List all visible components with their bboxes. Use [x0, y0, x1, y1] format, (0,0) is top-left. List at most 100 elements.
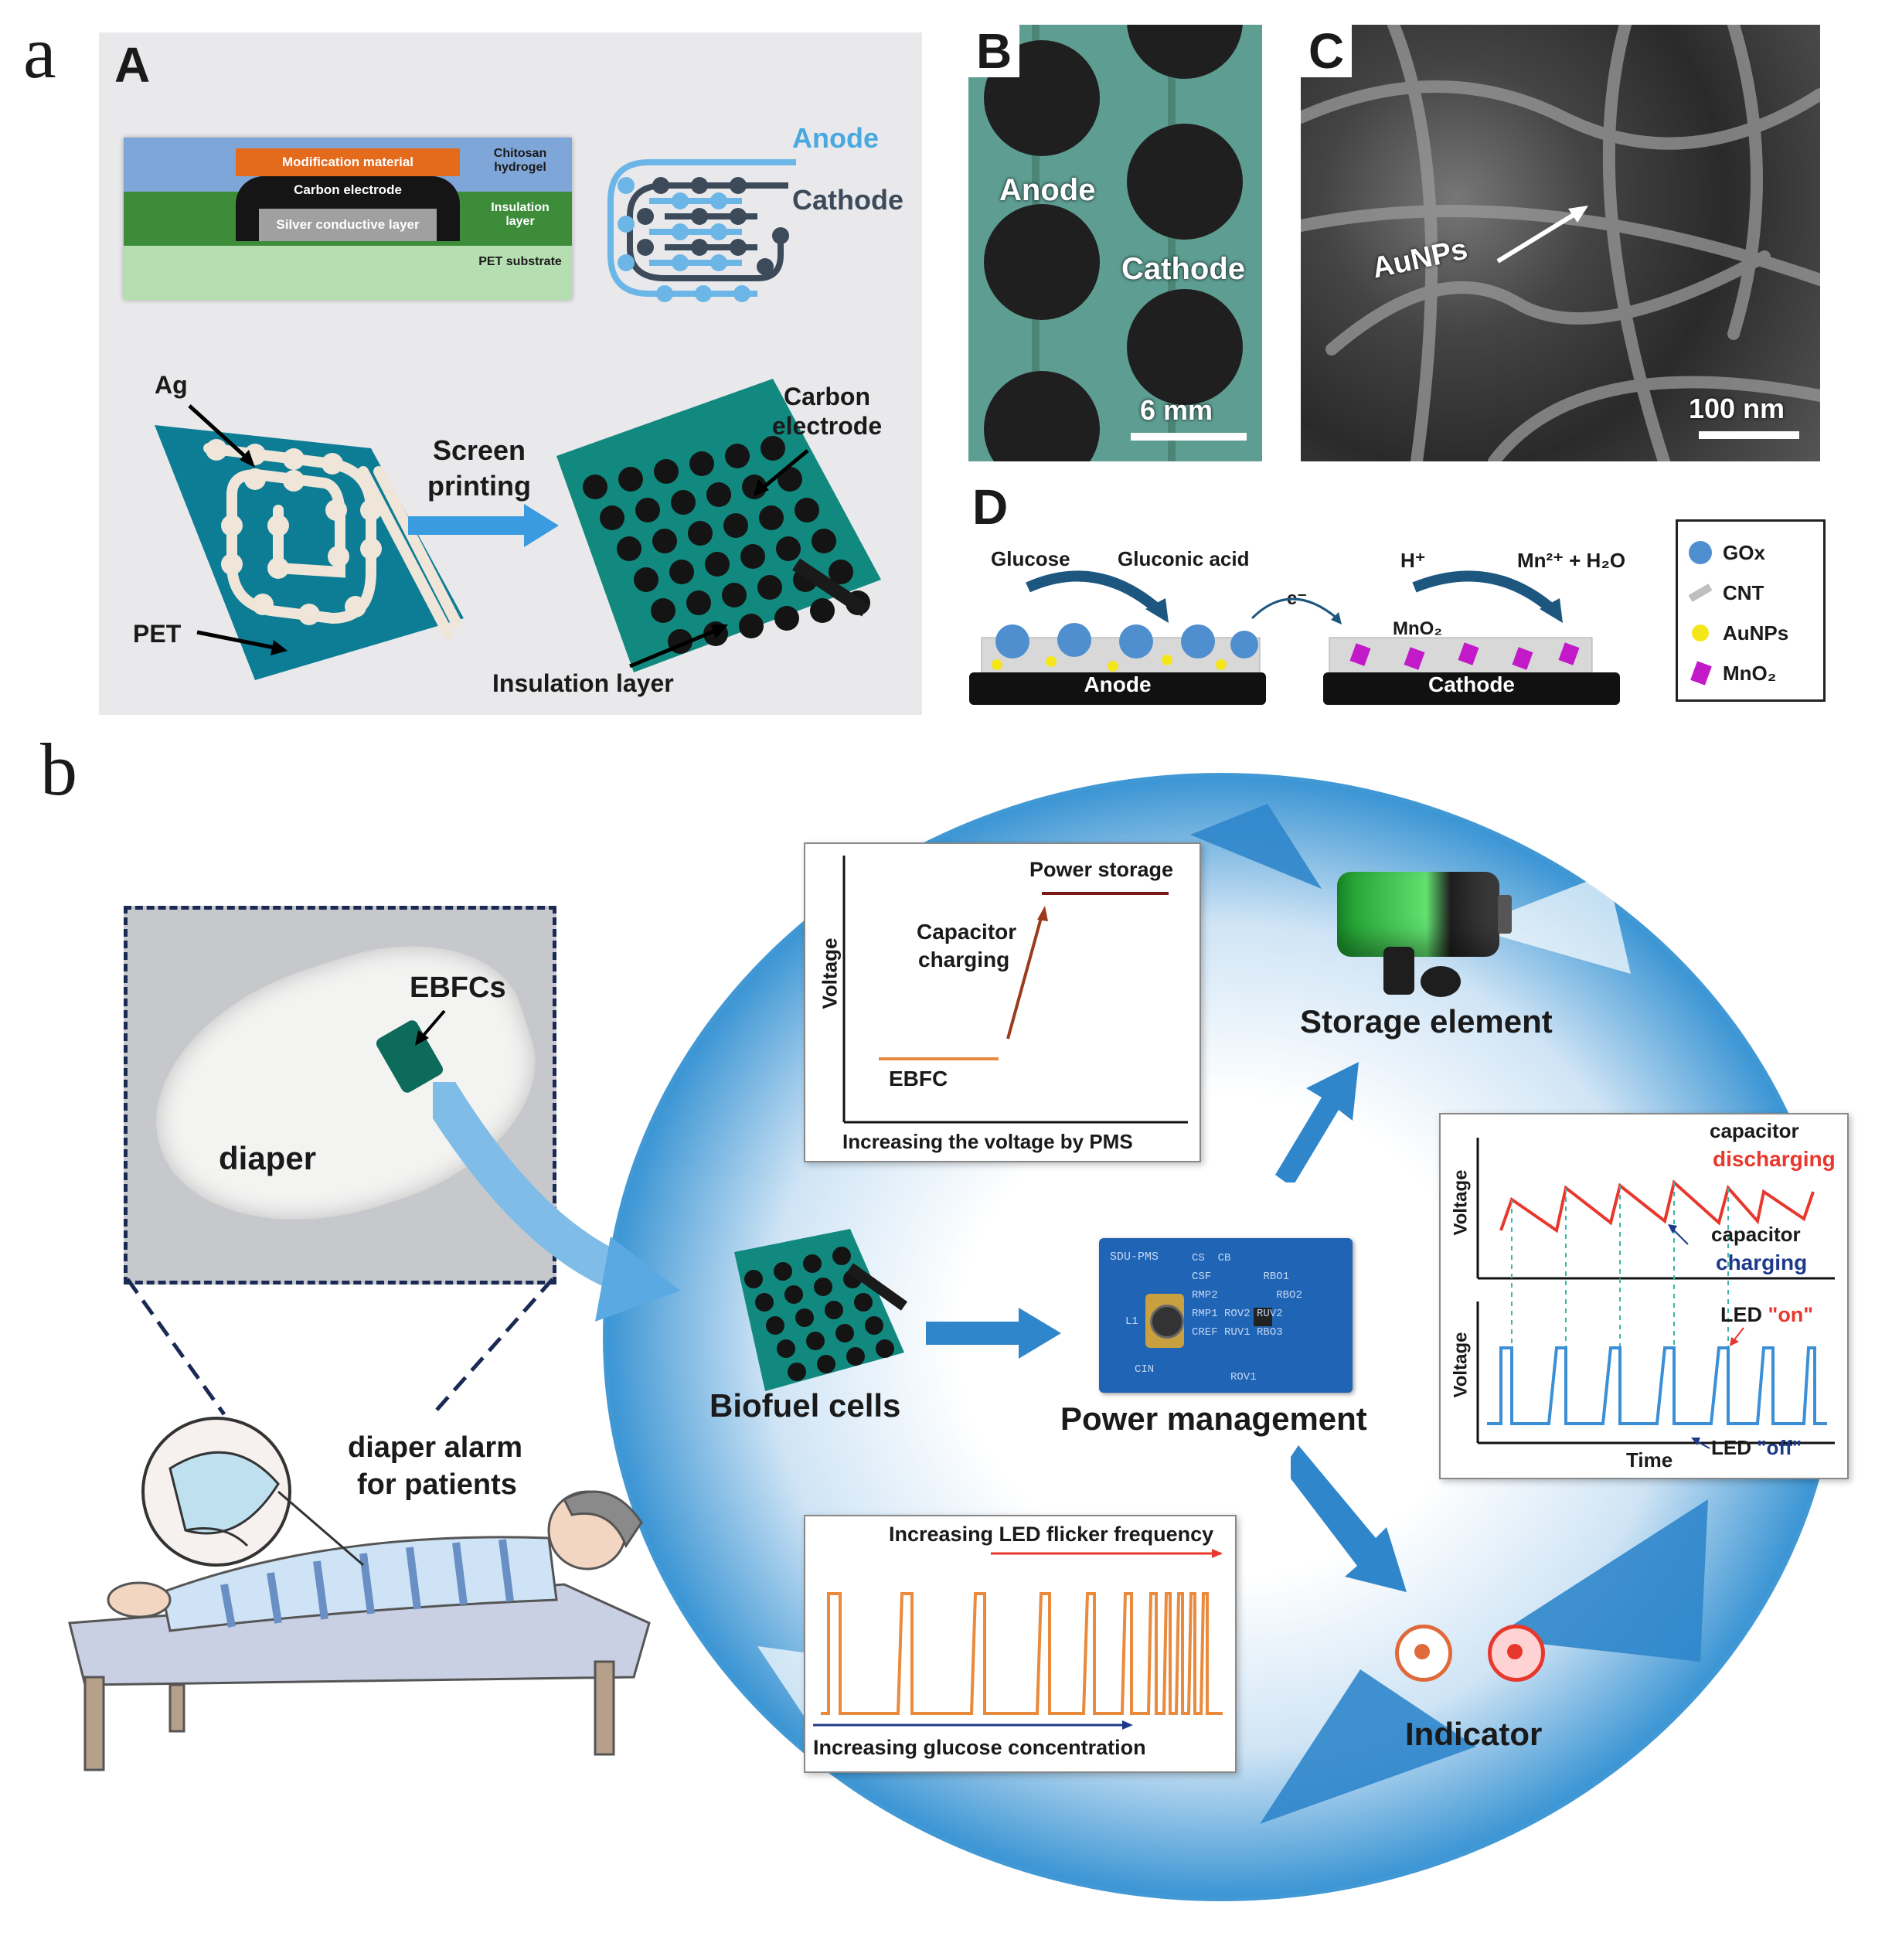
legend-cnt: CNT	[1688, 573, 1788, 613]
electrode-dot	[795, 1308, 814, 1327]
layer-cross-section: Modification material Carbon electrode S…	[124, 138, 572, 300]
led-flicker-chart: Increasing LED flicker frequency Increas…	[804, 1515, 1237, 1773]
capacitor-icon	[1421, 966, 1461, 997]
capacitor-voltage-trace	[1499, 1179, 1815, 1234]
led-voltage-trace	[1487, 1346, 1827, 1425]
electrode-dot	[618, 467, 643, 492]
electrode-disc	[984, 204, 1100, 320]
panel-a-letter: A	[114, 37, 151, 93]
carbon-electrode-label: Carbon electrode	[771, 383, 883, 440]
figure-label-b: b	[40, 728, 77, 811]
panel-d-letter: D	[972, 479, 1009, 535]
ag-arrow	[188, 404, 255, 468]
electrode-dot	[835, 1324, 854, 1342]
pcb-label-l1: L1	[1125, 1315, 1138, 1328]
electrode-dot	[777, 1339, 795, 1358]
electrode-dot	[761, 436, 785, 461]
circuit-anode-label: Anode	[792, 122, 879, 154]
pms-to-storage-arrow	[1275, 1062, 1359, 1182]
electrode-dot	[583, 475, 607, 499]
mno2-label: MnO₂	[1393, 618, 1442, 639]
carbon-electrode-arrow	[754, 449, 809, 496]
electrode-dot	[766, 1316, 784, 1335]
electrode-dot	[689, 451, 714, 476]
photo-anode-label: Anode	[999, 173, 1096, 207]
silver-layer: Silver conductive layer	[259, 209, 437, 241]
gox-icon	[1689, 541, 1712, 564]
electrode-dot	[825, 1301, 843, 1319]
diaper-photo-frame: EBFCs diaper	[124, 906, 556, 1285]
capacitor-led-chart: Voltage Voltage Time capacitor dischargi…	[1439, 1113, 1849, 1479]
diaper-alarm-label-2: for patients	[357, 1468, 517, 1501]
power-storage-label: Power storage	[1029, 858, 1174, 881]
electrode-dot	[635, 498, 660, 522]
cap-xlabel: Time	[1626, 1448, 1673, 1472]
electrode-dot	[774, 606, 799, 631]
patient-illustration	[68, 1417, 651, 1771]
storage-element-label: Storage element	[1300, 1003, 1553, 1040]
pet-label: PET	[133, 620, 182, 648]
electrode-dot	[806, 1332, 825, 1350]
electrode-dot	[810, 598, 835, 623]
electrode-dot	[706, 482, 731, 507]
electrode-dot	[788, 1363, 806, 1381]
electrode-dot	[654, 459, 679, 484]
charging-label: charging	[1716, 1251, 1808, 1274]
hplus-label: H⁺	[1400, 549, 1426, 572]
electrode-dot	[739, 614, 764, 638]
panel-b-letter: B	[968, 25, 1020, 77]
insulation-layer-label: Insulation layer	[492, 669, 674, 697]
capacitor-charging-label-1: Capacitor	[917, 920, 1017, 944]
cap-ylabel-top: Voltage	[1450, 1169, 1472, 1236]
electrode-dot	[725, 444, 750, 468]
aunps-arrow	[1496, 206, 1588, 264]
electrode-dot	[652, 529, 677, 553]
pms-circuit-board: SDU-PMS CS CB CSF RBO1 RMP2 RBO2 RMP1 RO…	[1099, 1238, 1353, 1393]
panel-d-reaction-diagram	[969, 570, 1620, 705]
aunps-icon	[1692, 624, 1709, 641]
pcb-title: SDU-PMS	[1110, 1251, 1159, 1264]
biofuel-cell-image	[734, 1229, 908, 1391]
mn-products-label: Mn²⁺ + H₂O	[1517, 549, 1626, 572]
electrode-dot	[774, 1262, 792, 1281]
scale-bar	[1699, 431, 1799, 439]
legend-aunps: AuNPs	[1689, 613, 1788, 653]
capacitor-charge-label-1: capacitor	[1711, 1223, 1801, 1246]
capacitor-discharge-label-1: capacitor	[1710, 1119, 1799, 1142]
electrode-dot	[744, 1270, 763, 1288]
zoom-lines	[125, 1278, 554, 1416]
insulation-label: Insulation layer	[491, 201, 550, 228]
capacitor-icon	[1383, 947, 1414, 995]
panel-b-photo: B Anode Cathode 6 mm	[968, 25, 1262, 461]
pcb-label-cin: CIN	[1135, 1363, 1155, 1376]
ebfcs-arrow	[415, 1009, 446, 1046]
electrode-dot	[669, 560, 694, 584]
electrode-dot	[705, 552, 730, 577]
electrode-dot	[757, 575, 782, 600]
discharging-label: discharging	[1713, 1147, 1836, 1171]
battery-cap	[1498, 895, 1512, 934]
electrode-dot	[795, 498, 819, 522]
scale-6mm: 6 mm	[1140, 394, 1213, 426]
pms-ylabel: Voltage	[818, 937, 842, 1009]
diaper-alarm-label-1: diaper alarm	[348, 1431, 522, 1464]
flicker-top-label: Increasing LED flicker frequency	[889, 1523, 1214, 1546]
electrode-disc	[1127, 124, 1243, 240]
chitosan-label: Chitosan hydrogel	[493, 147, 547, 174]
screen-printing-arrow	[408, 504, 559, 547]
capacitor-charging-label-2: charging	[918, 948, 1010, 971]
legend-gox: GOx	[1689, 533, 1788, 573]
ag-printed-sheet	[155, 425, 464, 680]
insulation-arrow	[629, 624, 728, 669]
pet-arrow	[196, 630, 288, 655]
electrode-dot	[600, 505, 624, 530]
battery-icon	[1337, 872, 1499, 957]
diaper-to-biofuel-arrow	[433, 1082, 680, 1322]
pms-voltage-chart: Voltage Increasing the voltage by PMS Po…	[804, 842, 1201, 1162]
led-on-bulb-core	[1507, 1644, 1523, 1659]
led-on-label: LED "on"	[1720, 1303, 1814, 1326]
electrode-dot	[876, 1339, 894, 1358]
photo-cathode-label: Cathode	[1121, 252, 1245, 286]
electrode-dot	[832, 1247, 851, 1265]
pms-to-indicator-arrow	[1291, 1445, 1407, 1592]
